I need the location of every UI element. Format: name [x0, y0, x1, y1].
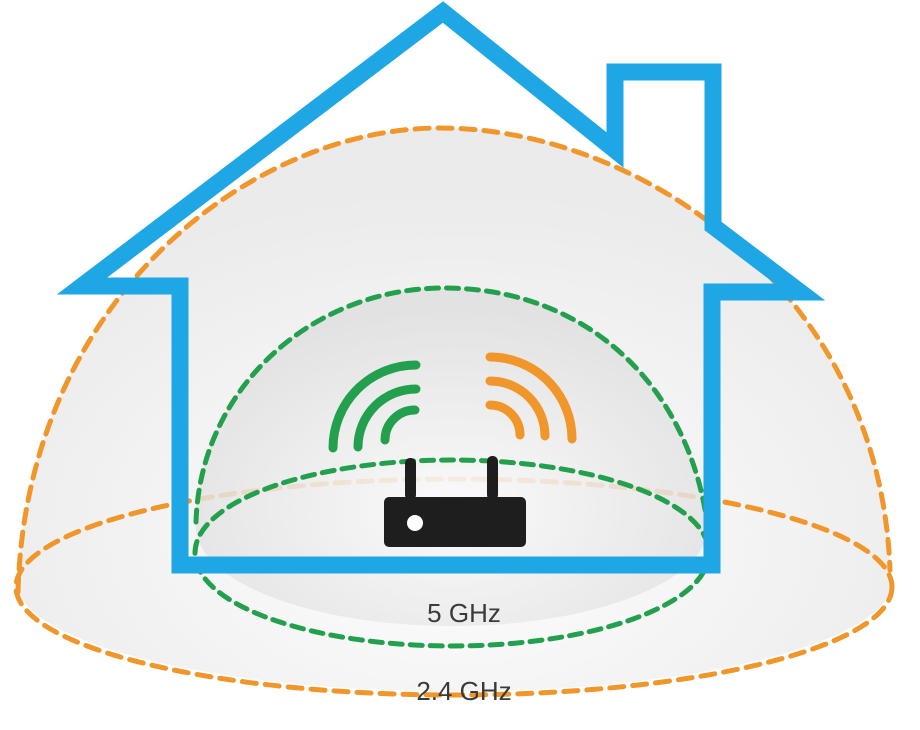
signal-wave-2-4ghz-1	[485, 400, 525, 440]
dome-5ghz-fill	[195, 288, 708, 627]
signal-wave-5ghz-2	[353, 384, 421, 452]
signal-wave-2-4ghz-3	[485, 352, 577, 444]
dome-2-4ghz-arc	[15, 125, 893, 595]
band-label-5ghz: 5 GHz	[427, 598, 501, 628]
router-antenna-left	[405, 458, 416, 500]
wifi-signal-5ghz-icon	[328, 360, 421, 453]
router-led	[407, 515, 423, 531]
router-antenna-right	[487, 456, 498, 500]
router-body	[384, 497, 526, 547]
signal-wave-5ghz-3	[328, 360, 421, 453]
house-outline	[56, 1, 826, 574]
dome-5ghz-arc	[193, 285, 711, 533]
band-label-2-4ghz: 2.4 GHz	[416, 676, 512, 706]
wifi-signal-2-4ghz-icon	[485, 352, 577, 444]
router-icon	[384, 456, 526, 547]
signal-wave-2-4ghz-2	[485, 376, 550, 441]
house-outline-icon	[56, 1, 826, 574]
signal-wave-5ghz-1	[380, 405, 420, 445]
